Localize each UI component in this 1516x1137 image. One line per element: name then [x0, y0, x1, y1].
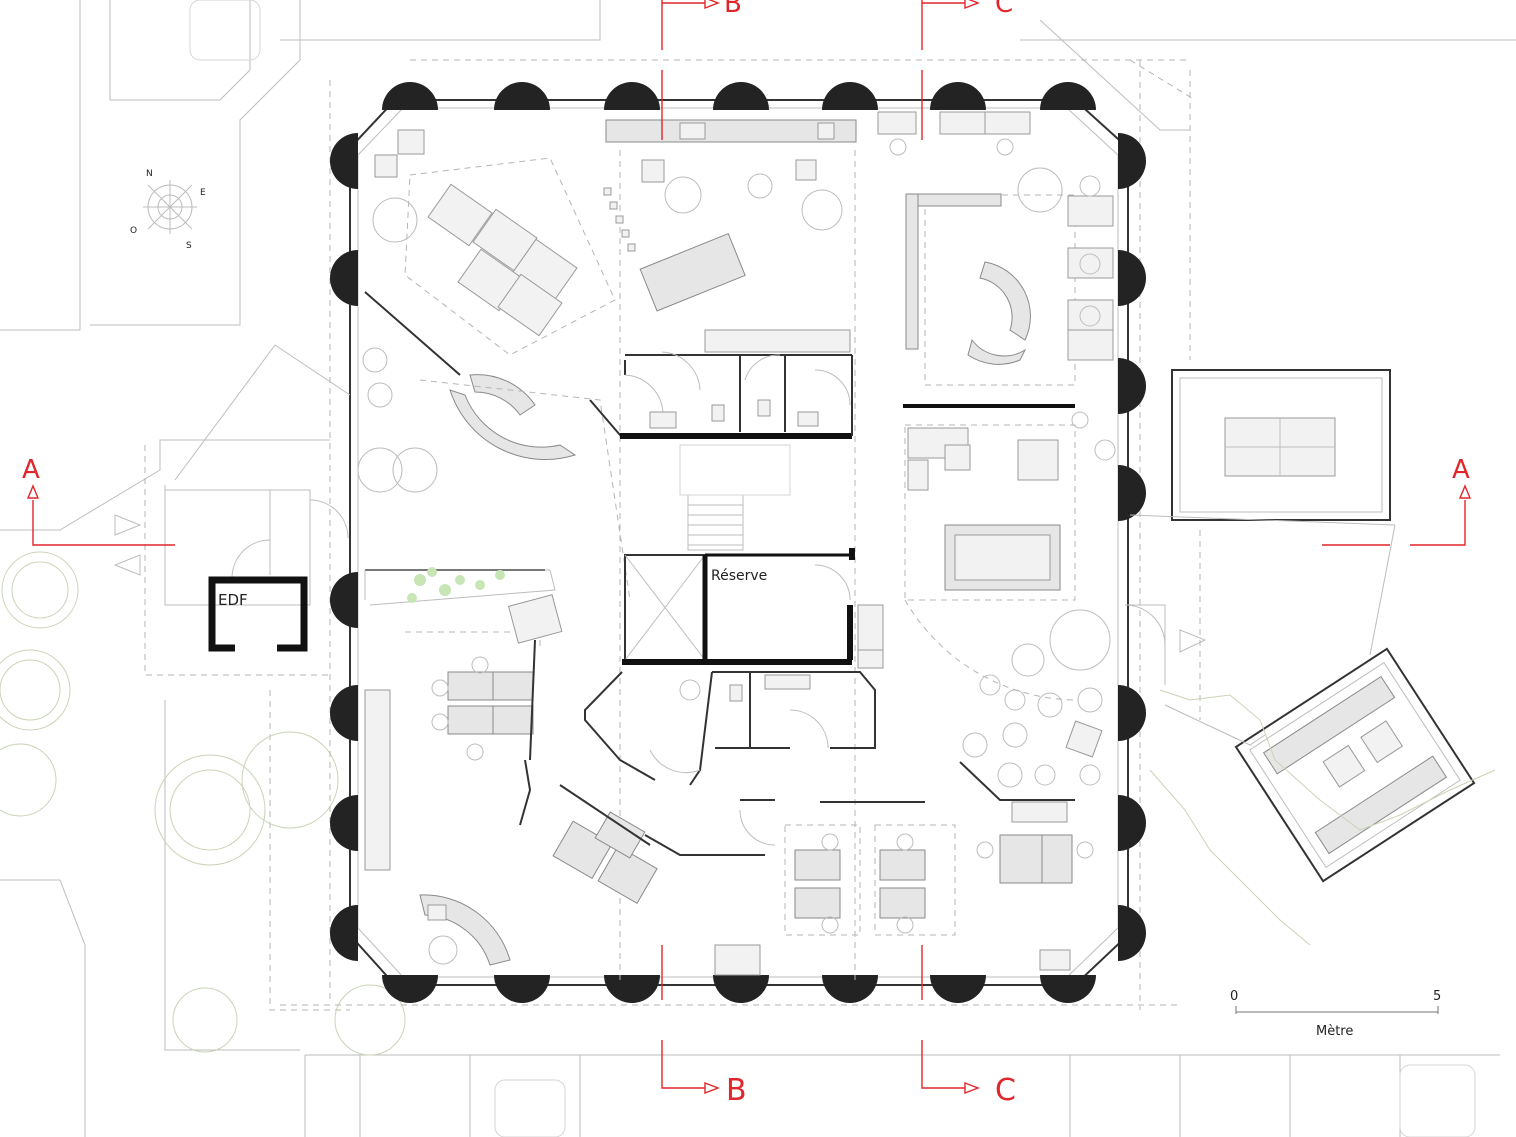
section-c-bottom-label: C — [995, 1073, 1016, 1108]
section-a-left-label: A — [22, 455, 40, 485]
section-a-right-label: A — [1452, 455, 1470, 485]
section-c-top-label: C — [995, 0, 1013, 19]
south-sanitary-block — [584, 671, 925, 856]
scale-bar: 0 5 Mètre — [1230, 989, 1441, 1039]
compass-n: N — [146, 169, 153, 179]
reserve-room: Réserve — [622, 548, 855, 665]
section-markers: A A B C B C — [22, 0, 1472, 1108]
reserve-room-label: Réserve — [711, 568, 767, 584]
compass-rose: N E S O — [130, 169, 206, 251]
southwest-office-area — [364, 569, 658, 966]
east-planting-edge — [1149, 689, 1496, 946]
compass-s: S — [186, 241, 192, 251]
plant-strip — [407, 567, 505, 603]
northwest-meeting-area — [357, 129, 616, 493]
section-b-bottom-label: B — [726, 1073, 747, 1108]
edf-room-label: EDF — [218, 591, 248, 609]
scale-unit-label: Mètre — [1316, 1024, 1353, 1039]
compass-o: O — [130, 226, 137, 236]
scale-start-label: 0 — [1230, 989, 1238, 1004]
compass-e: E — [200, 188, 206, 198]
east-terrace — [1124, 369, 1396, 720]
section-b-top-label: B — [724, 0, 742, 19]
columns — [330, 82, 1146, 1003]
entrance-annex: EDF — [113, 344, 351, 654]
trees — [0, 551, 406, 1056]
north-kitchen — [603, 119, 857, 980]
sanitary-block — [589, 329, 853, 439]
curved-reception-desk — [419, 374, 631, 601]
east-games-room — [857, 411, 1116, 801]
southeast-offices — [714, 801, 1094, 976]
east-rotated-lounge — [1234, 647, 1476, 883]
northeast-lounge — [877, 111, 1114, 408]
scale-end-label: 5 — [1433, 989, 1441, 1004]
